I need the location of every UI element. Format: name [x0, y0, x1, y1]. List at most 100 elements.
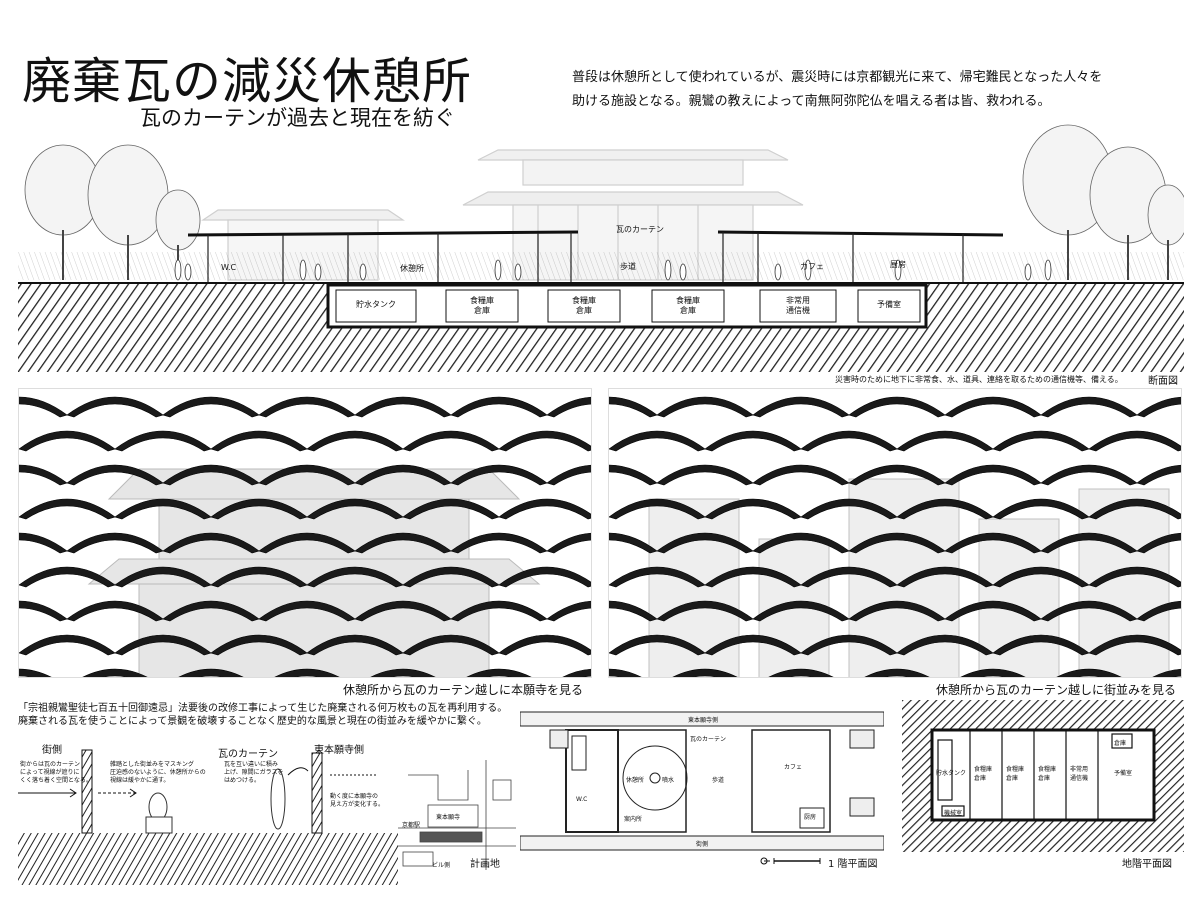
tile-arc	[609, 396, 658, 418]
tile-arc	[1136, 600, 1181, 622]
view-left-caption: 休憩所から瓦のカーテン越しに本願寺を見る	[343, 683, 584, 697]
tile-arc	[752, 600, 850, 622]
label-tile-curtain: 瓦のカーテン	[616, 225, 664, 234]
planB-outline	[930, 728, 1156, 822]
background-band	[18, 252, 1184, 280]
tile-arc	[162, 464, 260, 486]
tile-arc	[546, 600, 591, 622]
columns	[207, 232, 964, 282]
tile-arc	[66, 464, 164, 486]
tile-arc	[354, 464, 452, 486]
plan1-svg	[519, 711, 885, 851]
plan1-tile-curtain: 瓦のカーテン	[690, 736, 727, 743]
planB-room-6: 予備室	[1114, 770, 1133, 777]
plan1-top-street: 東本願寺側	[688, 717, 719, 724]
tile-arc	[672, 668, 738, 677]
concept-note-move: 動く度に本願寺の見え方が変化する。	[330, 793, 385, 808]
concept-note-mask: 雑踏とした街並みをマスキング圧迫感のないように、休憩所からの視線は緩やかに通す。	[110, 761, 206, 784]
tile-arc	[609, 566, 706, 588]
plan1-bottom-street: 街側	[696, 841, 709, 848]
tile-arc	[66, 396, 164, 418]
room-food-storage-2: 食糧庫倉庫	[572, 296, 596, 315]
tile-arc	[944, 396, 1042, 418]
tile-arc	[800, 430, 898, 452]
label-rest-area: 休憩所	[400, 264, 424, 273]
concept-svg	[18, 749, 398, 885]
tile-arc	[992, 430, 1090, 452]
tile-arc	[19, 532, 68, 554]
room-water-tank: 貯水タンク	[356, 300, 396, 309]
tile-arc	[944, 464, 1042, 486]
concept-note-tile: 瓦を互い違いに積み上げ、隙間にガラスをはめつける。	[224, 761, 284, 784]
planB-room-1: 貯水タンク	[936, 770, 967, 777]
concept-temple-side: 東本願寺側	[314, 745, 364, 756]
room-food-storage-1: 食糧庫倉庫	[470, 296, 494, 315]
tile-arc	[1040, 396, 1138, 418]
tile-arc	[1136, 464, 1181, 486]
tile-arc	[306, 566, 404, 588]
tile-arc	[992, 566, 1090, 588]
tile-arc	[752, 396, 850, 418]
tile-arc	[800, 566, 898, 588]
site-title: 計画地	[470, 859, 500, 870]
tile-arc	[1088, 634, 1181, 656]
tile-arc	[114, 498, 212, 520]
label-cafe: カフェ	[800, 262, 824, 271]
plan1-info: 案内所	[624, 816, 643, 823]
planB-mech: 機械室	[944, 810, 963, 817]
tile-curtain-right	[609, 396, 1181, 677]
view-left-svg	[19, 396, 591, 677]
tile-arc	[114, 566, 212, 588]
tile-arc	[210, 566, 308, 588]
tile-arc	[178, 668, 244, 677]
tile-arc	[19, 600, 68, 622]
first-floor-plan: 東本願寺側 街側 瓦のカーテン 休憩所 噴水 歩道 カフェ W.C 案内所 厨房	[519, 700, 885, 858]
tile-arc	[609, 464, 658, 486]
tile-arc	[546, 396, 591, 418]
tile-arc	[402, 566, 500, 588]
tile-arc	[609, 498, 706, 520]
concept-diagram: 街側 東本願寺側 瓦のカーテン 街からは瓦のカーテンによって視線が遮りにくく落ち…	[18, 735, 398, 885]
site-station-label: 京都駅	[402, 822, 421, 829]
concept-arrows	[18, 767, 378, 798]
bottom-text-line-1: 「宗祖親鸞聖徒七百五十回御遠忌」法要後の改修工事によって生じた廃棄される何万枚も…	[18, 703, 508, 714]
concept-ground	[18, 833, 398, 885]
tile-arc	[848, 600, 946, 622]
tile-arc	[1088, 498, 1181, 520]
basement-rooms	[335, 289, 921, 323]
site-temple-label: 東本願寺	[436, 814, 461, 821]
tile-arc	[1088, 430, 1181, 452]
bottom-text-line-2: 廃棄される瓦を使うことによって景観を破壊することなく歴史的な風景と現在の街並みを…	[18, 716, 487, 727]
tile-arc	[1040, 532, 1138, 554]
tile-arc	[19, 396, 68, 418]
tile-arc	[402, 430, 500, 452]
tile-arc	[992, 498, 1090, 520]
tile-arc	[752, 464, 850, 486]
tile-arc	[19, 668, 52, 677]
tile-arc	[992, 634, 1090, 656]
tile-arc	[562, 668, 591, 677]
tile-arc	[848, 464, 946, 486]
tile-arc	[704, 430, 802, 452]
planB-walls	[937, 730, 1133, 820]
tile-arc	[114, 430, 212, 452]
tile-arc	[354, 396, 452, 418]
view-right-svg	[609, 396, 1181, 677]
tile-arc	[498, 498, 591, 520]
description-line-1: 普段は休憩所として使われているが、震災時には京都観光に来て、帰宅難民となった人々…	[572, 70, 1103, 85]
tile-arc	[19, 498, 116, 520]
tile-arc	[1088, 566, 1181, 588]
tree-left-group	[24, 144, 201, 280]
scale-bar-icon	[760, 857, 821, 865]
tile-arc	[656, 532, 754, 554]
tile-arc	[896, 498, 994, 520]
tile-arc	[466, 668, 532, 677]
planB-svg	[902, 700, 1184, 852]
planB-room-5: 非常用通信機	[1070, 766, 1089, 782]
tile-arc	[450, 600, 548, 622]
site-building-label: ビル側	[432, 862, 451, 869]
view-right-caption: 休憩所から瓦のカーテン越しに街並みを見る	[936, 683, 1177, 697]
section-svg	[18, 124, 1184, 372]
concept-figures	[145, 768, 286, 834]
tile-arc	[704, 634, 802, 656]
